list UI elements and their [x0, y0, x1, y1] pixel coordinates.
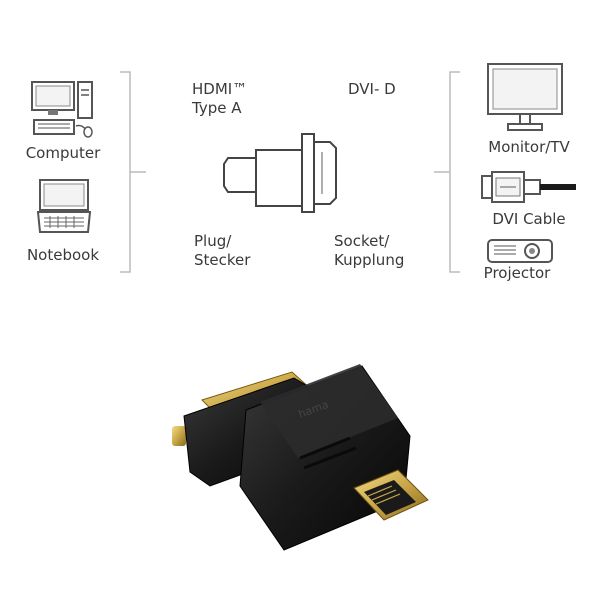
monitor-icon — [487, 63, 563, 131]
notebook-icon — [36, 179, 92, 233]
connector-label-dvi: DVI- D — [348, 80, 396, 98]
dvi-cable-icon — [481, 171, 576, 203]
device-label-projector: Projector — [483, 264, 551, 282]
connector-label-plug: Plug/ Stecker — [194, 232, 251, 269]
computer-icon — [31, 81, 93, 138]
right-bracket — [434, 71, 460, 273]
device-label-dvi-cable: DVI Cable — [492, 210, 566, 228]
left-bracket — [120, 71, 146, 273]
connection-diagram: Computer Notebook HDMI™ Type A DVI- D Pl… — [25, 63, 576, 282]
adapter-product-image: hama — [172, 364, 429, 551]
device-label-monitor: Monitor/TV — [488, 138, 570, 156]
device-label-notebook: Notebook — [26, 246, 100, 264]
connector-label-socket: Socket/ Kupplung — [334, 232, 405, 269]
device-label-computer: Computer — [25, 144, 101, 162]
connector-label-hdmi: HDMI™ Type A — [192, 80, 248, 117]
projector-icon — [487, 239, 553, 263]
adapter-outline-icon — [223, 133, 337, 213]
